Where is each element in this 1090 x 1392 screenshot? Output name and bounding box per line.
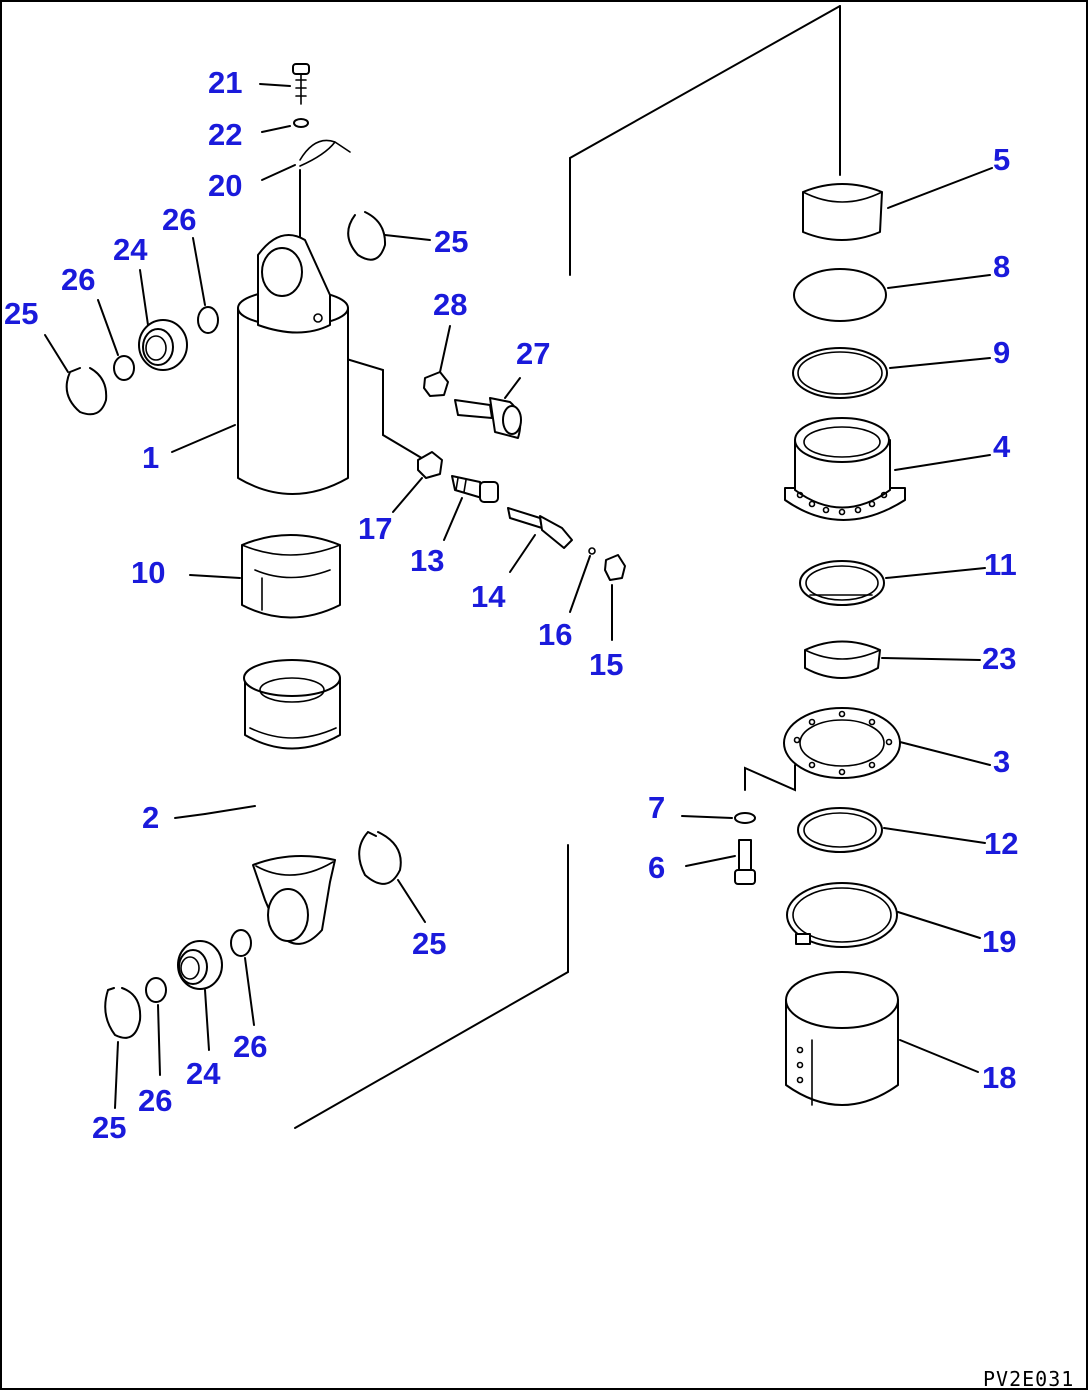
band-part-5 <box>802 183 883 241</box>
lock-wire-part-20 <box>299 139 351 167</box>
callout-11: 11 <box>984 547 1017 582</box>
drawing-code: PV2E031 <box>983 1367 1074 1391</box>
bushing-part-24-upper <box>138 319 188 371</box>
bolt-part-21 <box>292 63 310 105</box>
flange-part-3 <box>783 707 901 779</box>
callout-16: 16 <box>538 617 572 652</box>
callout-25: 25 <box>412 926 446 961</box>
o-ring-part-16 <box>588 547 596 555</box>
callout-18: 18 <box>982 1060 1016 1095</box>
callout-25: 25 <box>434 224 468 259</box>
rod-end-part-2 <box>252 855 336 945</box>
nut-part-17 <box>417 451 443 479</box>
callout-7: 7 <box>648 790 665 825</box>
callout-3: 3 <box>993 744 1010 779</box>
backup-ring-part-9 <box>792 347 888 399</box>
callout-8: 8 <box>993 249 1010 284</box>
callout-26: 26 <box>138 1083 172 1118</box>
callout-26: 26 <box>233 1029 267 1064</box>
callout-5: 5 <box>993 142 1010 177</box>
o-ring-part-26-lower-right <box>230 929 252 957</box>
callout-25: 25 <box>4 296 38 331</box>
o-ring-part-26-upper <box>197 306 219 334</box>
fitting-part-27 <box>454 397 522 439</box>
callout-4: 4 <box>993 429 1011 464</box>
o-ring-part-26-upper-left <box>113 355 135 381</box>
callout-22: 22 <box>208 117 242 152</box>
callout-2: 2 <box>142 800 159 835</box>
clamp-part-19 <box>786 882 898 948</box>
callout-leaders <box>44 83 993 1109</box>
callout-26: 26 <box>162 202 196 237</box>
callout-10: 10 <box>131 555 165 590</box>
washer-part-22 <box>293 118 309 128</box>
snap-ring-part-25-lower-right <box>358 831 402 885</box>
nut-part-28 <box>423 371 449 397</box>
ring-part-23 <box>804 640 881 679</box>
seal-part-12 <box>797 807 883 853</box>
cylinder-body-part-1 <box>237 234 349 495</box>
washer-part-7 <box>734 812 756 824</box>
valve-stem-part-14 <box>507 507 573 549</box>
band-part-10 <box>241 534 341 619</box>
callout-28: 28 <box>433 287 467 322</box>
callout-24: 24 <box>186 1056 221 1091</box>
snap-ring-part-25-upper-left <box>65 367 108 416</box>
snap-ring-part-25-lower-left <box>104 987 142 1039</box>
callout-21: 21 <box>208 65 242 100</box>
piston-part-2-upper <box>243 659 341 750</box>
callout-20: 20 <box>208 168 242 203</box>
callout-19: 19 <box>982 924 1016 959</box>
callout-labels: 21 22 20 26 25 24 26 25 28 27 1 17 13 14… <box>4 65 1018 1145</box>
o-ring-part-8 <box>793 268 887 322</box>
guide-part-4 <box>784 417 906 521</box>
callout-15: 15 <box>589 647 623 682</box>
callout-17: 17 <box>358 511 392 546</box>
callout-14: 14 <box>471 579 506 614</box>
cover-part-18 <box>785 971 899 1106</box>
seal-part-11 <box>799 560 885 606</box>
callout-25: 25 <box>92 1110 126 1145</box>
assembly-lines <box>294 5 841 1129</box>
callout-1: 1 <box>142 440 159 475</box>
bushing-part-24-lower <box>177 940 223 990</box>
callout-6: 6 <box>648 850 665 885</box>
callout-24: 24 <box>113 232 148 267</box>
cap-part-15 <box>604 554 626 581</box>
callout-12: 12 <box>984 826 1018 861</box>
snap-ring-part-25-upper-right <box>347 211 387 261</box>
callout-23: 23 <box>982 641 1016 676</box>
bolt-part-6 <box>734 839 756 885</box>
callout-27: 27 <box>516 336 550 371</box>
callout-13: 13 <box>410 543 444 578</box>
callout-26: 26 <box>61 262 95 297</box>
o-ring-part-26-lower-left <box>145 977 167 1003</box>
callout-9: 9 <box>993 335 1010 370</box>
valve-part-13 <box>451 475 499 503</box>
